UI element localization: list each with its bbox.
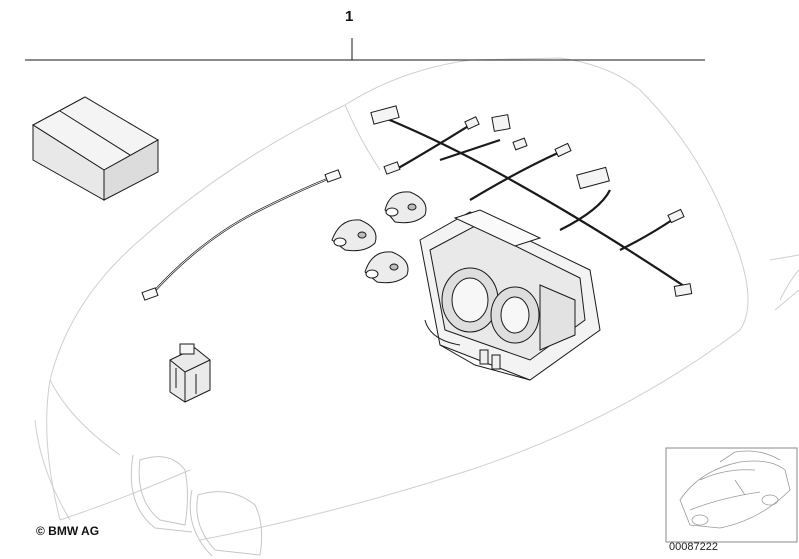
packaging-box — [32, 96, 160, 201]
wire-connectors — [370, 105, 693, 297]
sensor-mounts — [331, 191, 427, 284]
wire-harness-short — [141, 169, 342, 301]
kidney-grille — [130, 454, 263, 557]
copyright-label: © BMW AG — [36, 524, 100, 538]
blower-housing — [419, 209, 601, 381]
callout-number: 1 — [345, 8, 354, 25]
callout-header — [25, 38, 705, 61]
thumbnail-inset — [665, 447, 798, 543]
document-number: 00087222 — [669, 541, 718, 553]
wire-harness-main — [384, 116, 691, 291]
relay-module — [169, 343, 211, 403]
car-body-outline — [34, 57, 799, 541]
